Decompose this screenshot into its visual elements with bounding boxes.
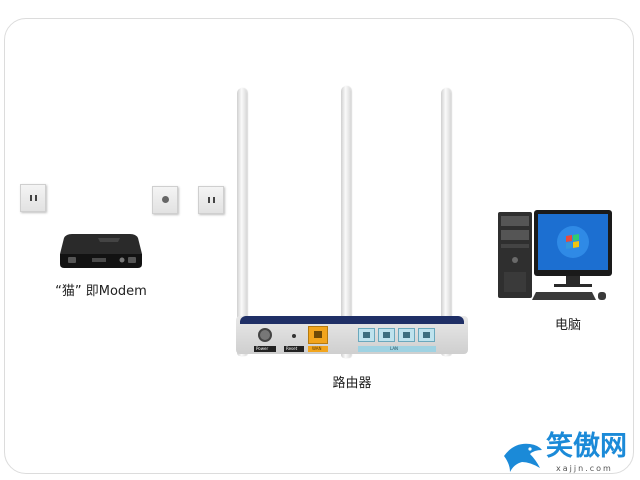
reset-port-label: Reset <box>286 346 298 351</box>
watermark: 笑傲网 xajjn.com <box>500 432 638 478</box>
modem-label: “猫” 即Modem <box>55 284 147 299</box>
router-label: 路由器 <box>332 376 372 391</box>
wan-port-label: WAN <box>312 346 322 351</box>
watermark-text: 笑傲网 <box>546 431 627 462</box>
wall-socket-icon <box>198 186 224 214</box>
shark-logo-icon <box>504 443 542 472</box>
lan-port-label: LAN <box>390 346 399 351</box>
power-port-label: Power <box>256 346 269 351</box>
watermark-url: xajjn.com <box>556 464 613 473</box>
wall-socket-icon <box>20 184 46 212</box>
desktop-computer-icon <box>496 208 616 304</box>
computer-label: 电脑 <box>554 318 581 333</box>
wall-socket-icon <box>152 186 178 214</box>
modem-icon <box>58 232 144 272</box>
router-icon: Power Reset WAN LAN <box>232 84 472 358</box>
